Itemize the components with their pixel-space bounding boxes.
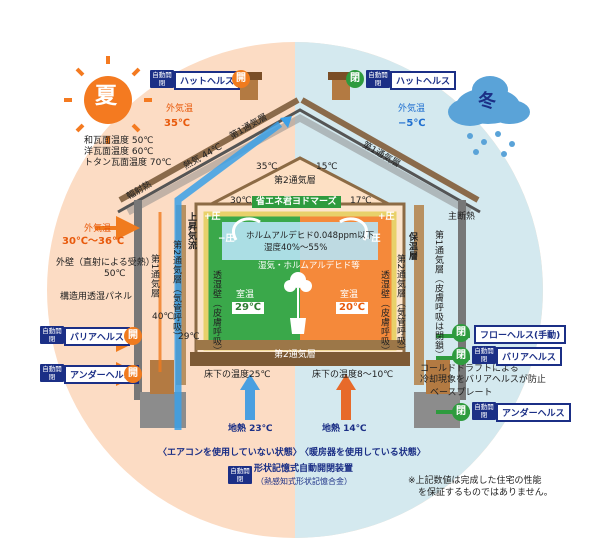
temp-ceiling-left: 30℃ — [230, 196, 252, 206]
auto-tag-barrier-left: 自動開閉 — [40, 326, 64, 344]
note-line-1: ※上記数値は完成した住宅の性能 — [408, 476, 542, 486]
right-outer-wall — [458, 200, 466, 400]
floor-temp-left: 床下の温度25℃ — [204, 370, 271, 380]
auto-tag-barrier-right: 自動開閉 — [472, 346, 496, 364]
wall-temp-29: 29℃ — [178, 332, 200, 342]
right-second-vent-label: 第2通気層（気管呼吸） — [395, 254, 405, 356]
footer-left-state: 〈エアコンを使用していない状態〉 — [158, 448, 302, 458]
close-badge-barrier-right: 閉 — [452, 347, 470, 365]
formaldehyde-label: ホルムアルデヒド0.048ppm以下 — [246, 231, 375, 241]
footer-right-state: 〈暖房器を使用している状態〉 — [300, 448, 426, 458]
barrier-health-right: バリアヘルス — [496, 347, 562, 366]
plant-icon — [284, 272, 312, 334]
winter-outside-temp-value: −5℃ — [398, 118, 426, 129]
summer-outside-temp-value: 35℃ — [164, 118, 191, 129]
open-badge-barrier: 開 — [124, 327, 142, 345]
plus-pressure-left: +圧 — [204, 212, 221, 222]
main-insulation-label: 主断熱 — [448, 212, 476, 222]
close-badge-under-right: 閉 — [452, 403, 470, 421]
device-line-2: （熱感知式形状記憶合金） — [256, 477, 352, 486]
summer-outside-temp-label: 外気温 — [166, 104, 194, 114]
note-line-2: を保証するものではありません。 — [418, 488, 553, 498]
minus-pressure-right: −圧 — [364, 234, 381, 244]
wall-sun-label: 外壁（直射による受熱） — [56, 258, 155, 268]
winter-label: 冬 — [478, 91, 496, 112]
auto-tag-hat-left: 自動開閉 — [150, 70, 174, 88]
insulation-layer-label: 保温層 — [407, 232, 417, 261]
rising-airflow-arrow — [174, 121, 283, 430]
room-label-left: 室温 — [236, 290, 255, 300]
auto-tag-under-right: 自動開閉 — [472, 402, 496, 420]
left-first-vent-label: 第1通気層 — [149, 254, 159, 299]
product-name: 省エネ君ヨドマーズ — [252, 196, 341, 209]
room-value-right: 20℃ — [336, 302, 369, 314]
wall-sun-value: 50℃ — [104, 269, 126, 279]
close-badge-flow: 閉 — [452, 324, 470, 342]
rising-airflow-label: 上昇気流 — [186, 212, 196, 250]
auto-tag-under-left: 自動開閉 — [40, 364, 64, 382]
left-second-vent-label: 第2通気層（気管呼吸） — [171, 240, 181, 342]
panel-label: 構造用透湿パネル — [60, 292, 133, 302]
open-badge-hat: 開 — [232, 70, 250, 88]
winter-outside-temp-label: 外気温 — [398, 104, 426, 114]
plus-pressure-right: +圧 — [378, 212, 395, 222]
hat-vent-right — [332, 78, 350, 100]
wall-outside-temp-value: 30℃〜36℃ — [62, 236, 125, 247]
humidity-label: 湿度40%〜55% — [264, 243, 328, 253]
barrier-health-left: バリアヘルス — [64, 327, 130, 346]
hat-health-right: ハットヘルス — [390, 71, 457, 90]
ground-heat-left: 地熱 23℃ — [228, 424, 273, 434]
wall-outside-temp-label: 外気温 — [84, 224, 112, 234]
room-label-right: 室温 — [340, 290, 359, 300]
floor-temp-right: 床下の温度8〜10℃ — [312, 370, 394, 380]
right-first-vent-label: 第1通気層（皮膚呼吸は閉鎖） — [433, 230, 443, 360]
temp-top-right: 15℃ — [316, 162, 338, 172]
hat-health-left: ハットヘルス — [174, 71, 241, 90]
auto-tag-device: 自動開閉 — [228, 466, 252, 484]
roof-outline — [117, 108, 481, 214]
moisture-flow-label: 湿気・ホルムアルデヒド等 — [258, 261, 360, 271]
temp-ceiling-right: 17℃ — [350, 196, 372, 206]
base-plate-label: ベースプレート — [430, 388, 493, 398]
room-value-left: 29℃ — [232, 302, 265, 314]
left-outer-wall — [134, 200, 142, 400]
minus-pressure-left: −圧 — [218, 234, 235, 244]
ground-heat-right: 地熱 14℃ — [322, 424, 367, 434]
close-badge-hat: 閉 — [346, 70, 364, 88]
floor-slab — [190, 352, 410, 366]
snow-icon — [467, 131, 515, 157]
cold-draft-line-1: コールドドラフトによる — [420, 364, 519, 374]
roof-temp-2: 洋瓦面温度 60℃ — [84, 147, 154, 157]
left-permeable-wall: 透湿壁（皮膚呼吸） — [211, 270, 221, 356]
auto-tag-hat-right: 自動開閉 — [366, 70, 390, 88]
device-line-1: 形状記憶式自動開閉装置 — [254, 464, 354, 474]
wall-temp-40: 40℃ — [152, 312, 174, 322]
flow-health: フローヘルス(手動) — [474, 325, 567, 344]
open-badge-under: 開 — [124, 365, 142, 383]
cloud-icon — [448, 76, 530, 126]
sun-icon — [64, 56, 152, 144]
roof-temp-3: トタン瓦面温度 70℃ — [84, 158, 172, 168]
under-health-right: アンダーヘルス — [496, 403, 571, 422]
cold-draft-line-2: 冷却現象をバリアヘルスが防止 — [420, 375, 546, 385]
attic-second-vent: 第2通気層 — [274, 176, 316, 186]
summer-label: 夏 — [95, 84, 118, 109]
floor-second-vent: 第2通気層 — [274, 350, 316, 360]
right-permeable-wall: 透湿壁（皮膚呼吸） — [379, 270, 389, 356]
temp-top-left: 35℃ — [256, 162, 278, 172]
roof-temp-1: 和瓦面温度 50℃ — [84, 136, 154, 146]
